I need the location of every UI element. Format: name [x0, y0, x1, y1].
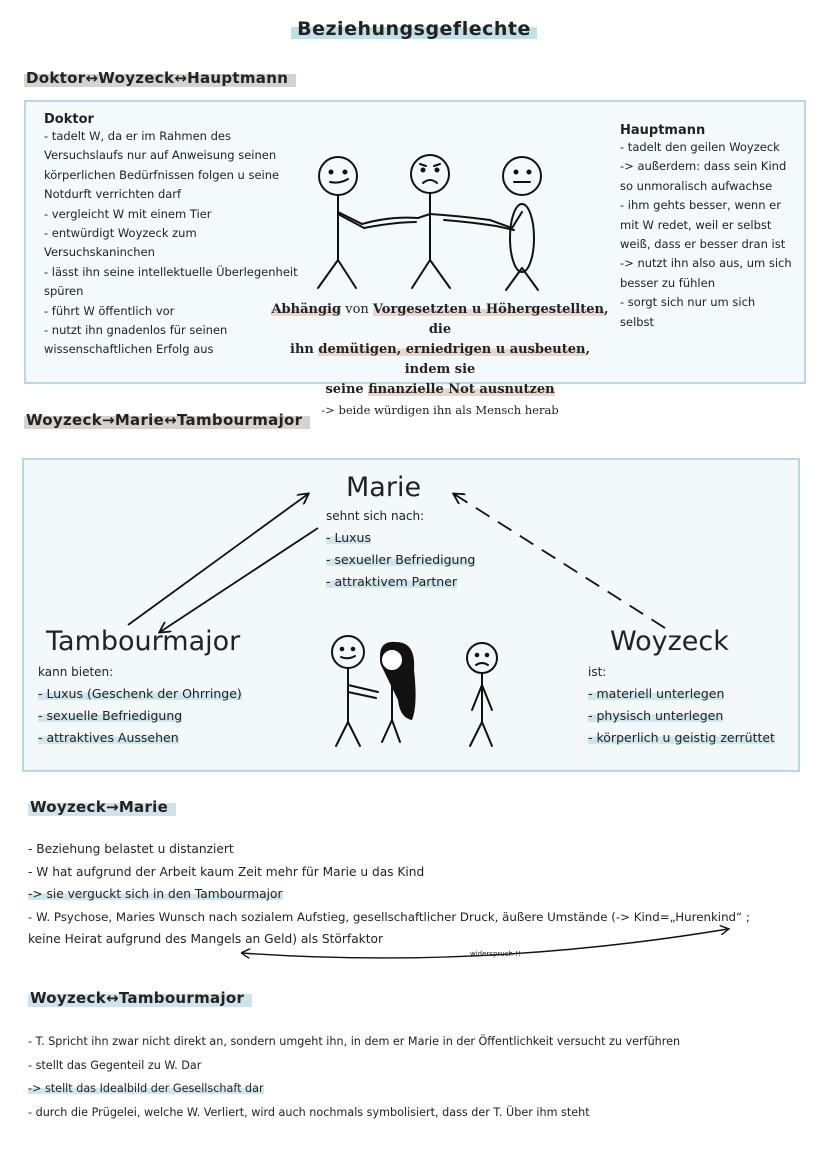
section4-heading: Woyzeck↔Tambourmajor — [28, 988, 252, 1007]
couple-figures-illustration — [326, 630, 506, 750]
arrow-tambourmajor-to-marie — [128, 494, 308, 625]
section4-line: - stellt das Gegenteil zu W. Dar — [28, 1054, 818, 1078]
section3-line: - Beziehung belastet u distanziert — [28, 838, 808, 861]
section3-line: - W hat aufgrund der Arbeit kaum Zeit me… — [28, 861, 808, 884]
section4-line: -> stellt das Idealbild der Gesellschaft… — [28, 1077, 818, 1101]
section3-line: -> sie verguckt sich in den Tambourmajor — [28, 883, 808, 906]
section4-line: - durch die Prügelei, welche W. Verliert… — [28, 1101, 818, 1125]
section4-line: - T. Spricht ihn zwar nicht direkt an, s… — [28, 1030, 818, 1054]
arrow-woyzeck-to-marie — [454, 494, 665, 628]
contradiction-arrow — [230, 925, 750, 965]
section4-text: - T. Spricht ihn zwar nicht direkt an, s… — [28, 1030, 818, 1124]
section3-heading: Woyzeck→Marie — [28, 797, 176, 816]
contradiction-note: widerspruch !! — [470, 950, 521, 958]
